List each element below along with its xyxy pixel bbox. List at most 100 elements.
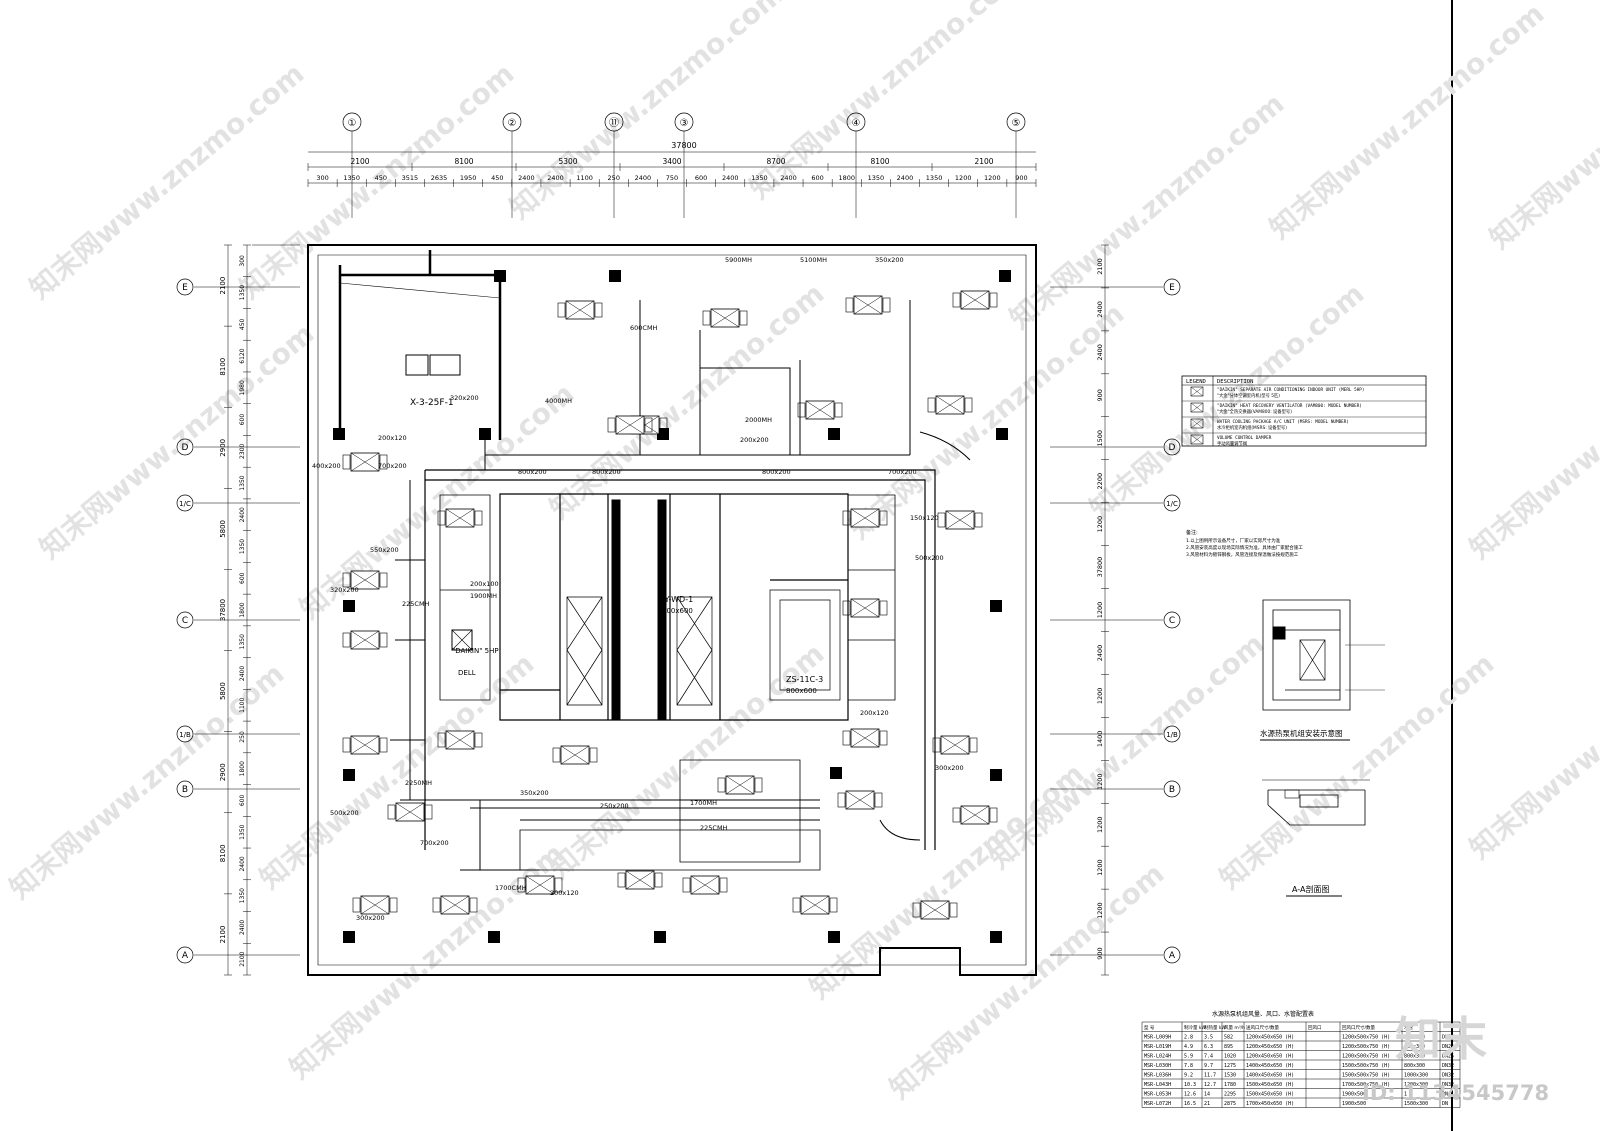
dim-label: 5800: [219, 682, 227, 700]
table-cell: MSR-L024H: [1144, 1054, 1171, 1060]
duct-label: 1700CMH: [495, 884, 527, 892]
unit-cross: [850, 508, 880, 528]
dim-label: 8100: [219, 358, 227, 376]
dim-label: 2100: [219, 277, 227, 295]
axis-bubble: [176, 278, 194, 296]
axis-bubble: [176, 725, 194, 743]
watermark-text: 知末网www.znzmo.com: [3, 657, 290, 905]
dim-label: 2400: [239, 856, 246, 871]
legend-desc: "DAIKIN" HEAT RECOVERY VENTILATOR (VAM80…: [1217, 403, 1362, 409]
axis-bubble: [1163, 494, 1181, 512]
dim-label: 1200: [955, 174, 972, 182]
legend-symbol-cross: [1190, 418, 1204, 429]
table-cell: 6.3: [1204, 1044, 1213, 1050]
ac-unit: [557, 300, 603, 320]
unit-grille: [554, 877, 563, 893]
table-cell: DN32: [1442, 1073, 1454, 1079]
dim-label: 1800: [239, 761, 246, 776]
ac-units: [342, 290, 998, 920]
unit-cross: [525, 875, 555, 895]
table-cell: 1400x450x650 (H): [1246, 1063, 1294, 1069]
ac-unit: [342, 452, 388, 472]
axis-label: ②: [508, 118, 517, 129]
unit-grille: [969, 737, 978, 753]
column: [494, 270, 506, 282]
ac-unit: [952, 290, 998, 310]
unit-cross: [360, 895, 390, 915]
duct-label: 300x200: [935, 764, 964, 772]
table-cell: 800x300: [1404, 1044, 1425, 1050]
column: [479, 428, 491, 440]
column: [999, 270, 1011, 282]
duct-label: 250x200: [600, 802, 629, 810]
dim-label: 2400: [1096, 344, 1104, 361]
watermark-text: 知末网www.znzmo.com: [1463, 317, 1600, 565]
table-cell: 1200x450x650 (H): [1246, 1035, 1294, 1041]
table-cell: 1000x300: [1404, 1073, 1428, 1079]
table-header-cell: 制热量 kW: [1204, 1024, 1227, 1031]
dim-label: 2200: [1096, 473, 1104, 490]
table-cell: MSR-L030H: [1144, 1063, 1171, 1069]
dim-label: 2400: [547, 174, 564, 182]
table-cell: 1020: [1224, 1054, 1236, 1060]
py-size: 600x600: [662, 607, 693, 615]
unit-grille: [879, 510, 888, 526]
curved-duct: [879, 431, 971, 841]
dim-label: 8100: [870, 157, 889, 166]
axis-bubble: [1163, 725, 1181, 743]
table-cell: 1700x450x650 (H): [1246, 1101, 1294, 1107]
ac-unit: [927, 395, 973, 415]
dim-label: 8100: [454, 157, 473, 166]
unit-grille: [837, 792, 846, 808]
duct-label: 2250MH: [405, 779, 432, 787]
table-header-cell: 回风口尺寸/数量: [1342, 1024, 1376, 1031]
table-cell: 12.7: [1204, 1082, 1216, 1088]
x3-tag: X-3-25F-1: [410, 398, 454, 408]
dim-label: 450: [375, 174, 387, 182]
room-rect-3: [679, 759, 801, 863]
axis-bubble: [1163, 438, 1181, 456]
column: [828, 931, 840, 943]
table-header-cell: 回风口: [1308, 1025, 1322, 1031]
legend-box: [1181, 375, 1427, 447]
watermark-text: 知末网www.znzmo.com: [503, 0, 790, 225]
ac-unit: [937, 510, 983, 530]
dim-label: 2100: [219, 926, 227, 944]
axis-label: 1/C: [1166, 500, 1178, 508]
duct-label: 225CMH: [402, 600, 430, 608]
unit-grille: [874, 792, 883, 808]
column: [343, 931, 355, 943]
unit-cross: [850, 598, 880, 618]
table-cell: 1500x500x750 (H): [1342, 1073, 1390, 1079]
unit-cross: [625, 870, 655, 890]
dim-label: 2400: [239, 666, 246, 681]
axis-bubble: [176, 494, 194, 512]
unit-grille: [719, 877, 728, 893]
duct-label: 350x200: [875, 256, 904, 264]
axis-bubble: [1163, 780, 1181, 798]
duct-label: 200x200: [740, 436, 769, 444]
duct-label: 200x120: [550, 889, 579, 897]
table-cell: DN: [1442, 1092, 1448, 1098]
table-cell: 1900x500: [1342, 1092, 1366, 1098]
dim-label: 1350: [239, 888, 246, 903]
dim-label: 1200: [1096, 902, 1104, 919]
table-cell: 895: [1224, 1044, 1233, 1050]
table-cell: 7.4: [1204, 1054, 1213, 1060]
table-cell: 2.8: [1184, 1035, 1193, 1041]
watermark-text: 知末网www.znzmo.com: [1263, 0, 1550, 245]
stairs: [566, 596, 713, 706]
ac-unit: [552, 745, 598, 765]
equipment-table: 水源热泵机组风量、风口、水管配置表 型 号制冷量 kW制热量 kW风量 m³/h…: [1141, 1010, 1461, 1108]
unit-grille: [842, 510, 851, 526]
duct-label: 1900MH: [470, 592, 497, 600]
ac-unit: [912, 900, 958, 920]
detail-2-frame: [1267, 789, 1366, 826]
table-cell: 800x300: [1404, 1035, 1425, 1041]
table-cell: 1780: [1224, 1082, 1236, 1088]
unit-grille: [989, 807, 998, 823]
table-cell: MSR-L009H: [1144, 1035, 1171, 1041]
table-cell: 5.9: [1184, 1054, 1193, 1060]
unit-cross: [440, 895, 470, 915]
